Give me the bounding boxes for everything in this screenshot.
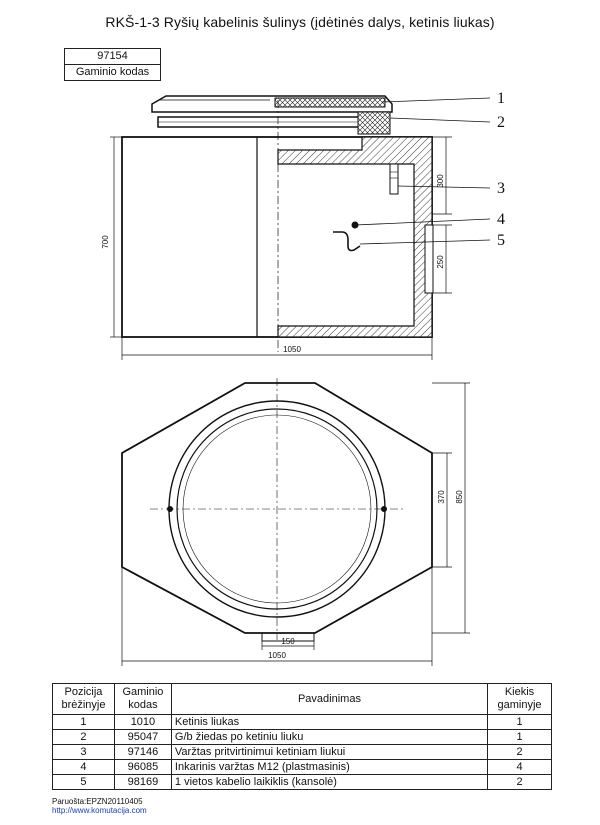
cell-name: Varžtas pritvirtinimui ketiniam liukui: [170, 744, 489, 760]
col-header-code: Gaminio kodas: [113, 683, 172, 715]
cell-position: 5: [52, 774, 115, 790]
cell-position: 3: [52, 744, 115, 760]
table-row: 3 97146 Varžtas pritvirtinimui ketiniam …: [52, 744, 552, 760]
product-code-value: 97154: [65, 49, 160, 65]
table-row: 1 1010 Ketinis liukas 1: [52, 714, 552, 730]
technical-drawing: 1 2 3 4 5 700 300 250 1050: [101, 90, 505, 666]
cell-code: 96085: [113, 759, 172, 775]
prepared-note: Paruošta:EPZN20110405: [52, 797, 143, 806]
cell-code: 1010: [113, 714, 172, 730]
cell-code: 95047: [113, 729, 172, 745]
callout-5: 5: [497, 232, 505, 249]
cell-position: 1: [52, 714, 115, 730]
cable-bracket: [333, 231, 361, 252]
cell-code: 97146: [113, 744, 172, 760]
col-header-qty: Kiekis gaminyje: [487, 683, 552, 715]
callout-3: 3: [497, 180, 505, 197]
callout-1: 1: [497, 90, 505, 107]
cell-name: Ketinis liukas: [170, 714, 489, 730]
well-body-outline: [121, 136, 433, 338]
fixing-bolt: [389, 163, 399, 195]
table-row: 4 96085 Inkarinis varžtas M12 (plastmasi…: [52, 759, 552, 775]
dim-plan-bottom: 150: [281, 637, 295, 646]
col-header-name: Pavadinimas: [170, 683, 489, 715]
cell-position: 4: [52, 759, 115, 775]
wall-section-hatch: [277, 136, 433, 338]
dim-section-width: 1050: [283, 345, 301, 354]
parts-table: Pozicija brėžinyje Gaminio kodas Pavadin…: [52, 683, 552, 790]
col-header-position: Pozicija brėžinyje: [52, 683, 115, 715]
table-row: 2 95047 G/b žiedas po ketiniu liuku 1: [52, 729, 552, 745]
callout-4: 4: [497, 211, 505, 228]
dim-recess: 250: [436, 255, 445, 269]
cell-qty: 1: [487, 729, 552, 745]
cell-name: G/b žiedas po ketiniu liuku: [170, 729, 489, 745]
product-code-label: Gaminio kodas: [75, 66, 150, 78]
cell-name: 1 vietos kabelio laikiklis (kansolė): [170, 774, 489, 790]
callout-2: 2: [497, 114, 505, 131]
table-row: 5 98169 1 vietos kabelio laikiklis (kans…: [52, 774, 552, 790]
cell-qty: 2: [487, 774, 552, 790]
dim-plan-depth: 850: [455, 490, 464, 504]
cell-name: Inkarinis varžtas M12 (plastmasinis): [170, 759, 489, 775]
cast-iron-lid: [151, 95, 393, 113]
cell-code: 98169: [113, 774, 172, 790]
dim-upper-offset: 300: [436, 174, 445, 188]
cell-qty: 2: [487, 744, 552, 760]
concrete-ring: [157, 111, 391, 135]
section-view: 1 2 3 4 5 700 300 250 1050: [101, 90, 505, 360]
dim-height: 700: [101, 235, 110, 249]
plan-view: 370 850 150 1050: [121, 378, 470, 666]
page-title: RKŠ-1-3 Ryšių kabelinis šulinys (įdėtinė…: [105, 14, 495, 30]
cell-position: 2: [52, 729, 115, 745]
website-link[interactable]: http://www.komutacija.com: [52, 806, 147, 815]
dim-plan-inner: 370: [437, 490, 446, 504]
plan-outline: [121, 382, 433, 634]
cell-qty: 1: [487, 714, 552, 730]
cell-qty: 4: [487, 759, 552, 775]
dim-plan-width: 1050: [268, 651, 286, 660]
product-code-box: 97154 Gaminio kodas: [64, 48, 161, 81]
